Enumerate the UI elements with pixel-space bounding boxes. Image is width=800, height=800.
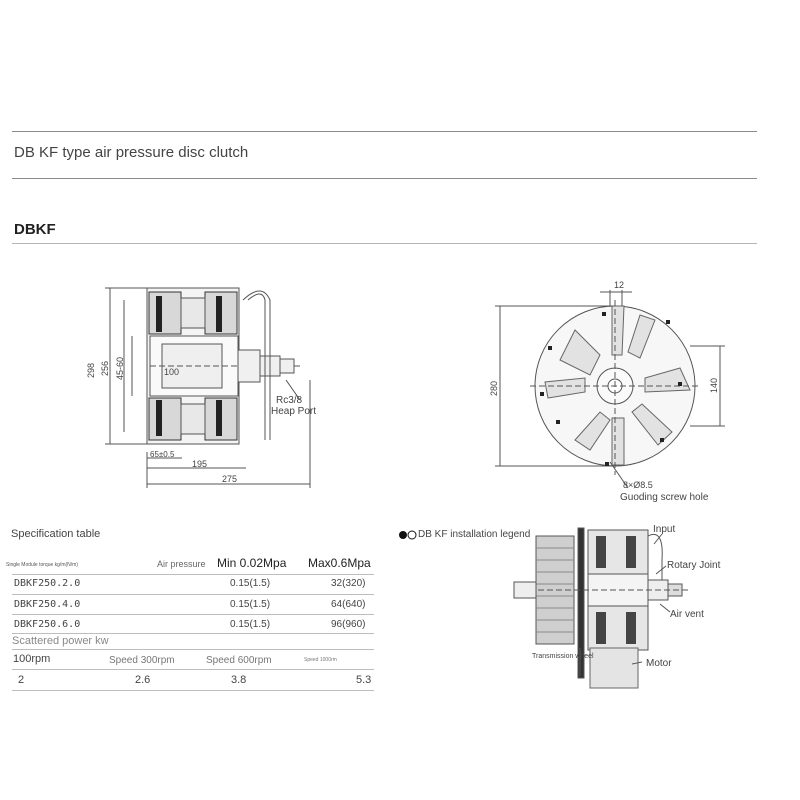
speed-divider <box>12 669 374 670</box>
spec-row-divider <box>12 574 374 575</box>
legend-bullet-icon <box>399 531 407 539</box>
speed-value: 2 <box>18 674 25 686</box>
spec-model: DBKF250.6.0 <box>14 619 81 630</box>
rotary-joint-label: Rotary Joint <box>667 560 721 571</box>
title-rule <box>12 178 757 179</box>
dim-45-60: 45-60 <box>115 357 125 380</box>
motor-label: Motor <box>646 658 672 669</box>
dim-275: 275 <box>222 474 237 484</box>
speed-value: 5.3 <box>356 674 372 686</box>
max-pressure-label: Max0.6Mpa <box>308 556 371 570</box>
speed-header: Speed 1000rm <box>304 657 337 663</box>
spec-min-torque: 0.15(1.5) <box>230 599 271 610</box>
hole-code-label: 8×Ø8.5 <box>623 480 653 490</box>
model-heading: DBKF <box>14 221 56 238</box>
spec-row-divider <box>12 594 374 595</box>
dim-195: 195 <box>192 459 207 469</box>
air-pressure-label: Air pressure <box>157 559 206 569</box>
speed-header: Speed 600rpm <box>206 655 272 666</box>
speed-header: Speed 300rpm <box>109 655 175 666</box>
dim-256: 256 <box>100 361 110 376</box>
speed-value: 2.6 <box>135 674 151 686</box>
dim-65: 65±0.5 <box>150 450 175 459</box>
spec-table-title: Specification table <box>11 528 101 540</box>
air-vent-label: Air vent <box>670 609 704 620</box>
spec-row-divider <box>12 614 374 615</box>
torque-header: Single Module torque kg/m(N/m) <box>6 562 78 568</box>
transmission-wheel-label: Transmission wheel <box>532 653 594 660</box>
speed-header: 100rpm <box>13 653 51 665</box>
legend-title: DB KF installation legend <box>418 529 530 540</box>
power-label: Scattered power kw <box>12 635 109 647</box>
port-code-label: Rc3/8 <box>276 395 303 406</box>
spec-max-torque: 96(960) <box>331 619 366 630</box>
spec-row-divider <box>12 633 374 634</box>
bolt-holes <box>540 312 682 466</box>
min-pressure-label: Min 0.02Mpa <box>217 556 287 570</box>
legend-bullet-outline-icon <box>407 530 417 540</box>
front-view-drawing <box>495 290 725 489</box>
table-bottom-rule <box>12 690 374 691</box>
input-label: Input <box>653 524 675 535</box>
dim-298: 298 <box>86 363 96 378</box>
model-rule <box>12 243 757 244</box>
heap-port-label: Heap Port <box>271 406 316 417</box>
top-rule <box>12 131 757 132</box>
installation-drawing <box>513 527 690 689</box>
side-view-drawing <box>105 287 311 488</box>
speed-value: 3.8 <box>231 674 247 686</box>
spec-min-torque: 0.15(1.5) <box>230 619 271 630</box>
dim-280: 280 <box>489 381 499 396</box>
screw-hole-label: Guoding screw hole <box>620 492 709 503</box>
spec-max-torque: 32(320) <box>331 578 366 589</box>
spec-model: DBKF250.4.0 <box>14 599 81 610</box>
dim-100: 100 <box>164 367 179 377</box>
spec-max-torque: 64(640) <box>331 599 366 610</box>
spec-model: DBKF250.2.0 <box>14 578 81 589</box>
spec-min-torque: 0.15(1.5) <box>230 578 271 589</box>
page-title: DB KF type air pressure disc clutch <box>14 144 249 161</box>
power-divider <box>12 649 374 650</box>
dim-140: 140 <box>709 378 719 393</box>
dim-12: 12 <box>614 280 624 290</box>
